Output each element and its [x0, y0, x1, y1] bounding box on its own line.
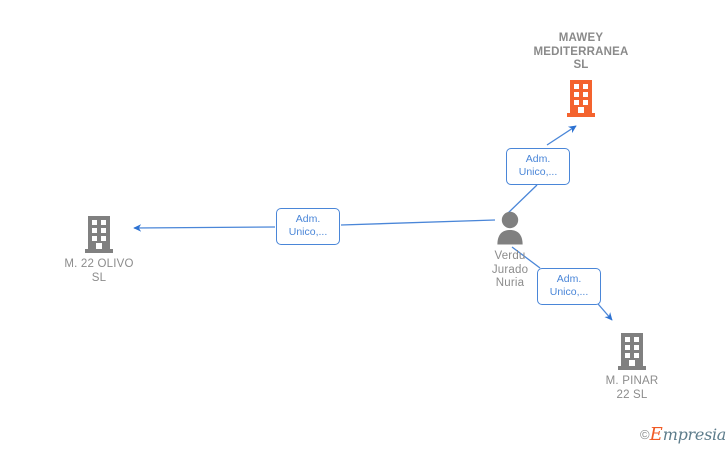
node-company-pinar[interactable]: M. PINAR 22 SL: [557, 331, 707, 402]
person-icon: [435, 209, 585, 247]
node-label-person: Verdu Jurado Nuria: [491, 250, 529, 289]
node-person-verdu-jurado-nuria[interactable]: Verdu Jurado Nuria: [435, 209, 585, 291]
building-icon: [24, 214, 174, 254]
brand-initial: E: [649, 424, 663, 445]
node-label-pinar: M. PINAR 22 SL: [605, 375, 659, 401]
edge-label-person-to-pinar[interactable]: Adm. Unico,...: [537, 268, 601, 305]
node-company-mawey[interactable]: MAWEY MEDITERRANEA SL: [506, 32, 656, 118]
node-company-olivo[interactable]: M. 22 OLIVO SL: [24, 214, 174, 285]
edge-label-person-to-mawey[interactable]: Adm. Unico,...: [506, 148, 570, 185]
node-label-olivo: M. 22 OLIVO SL: [64, 258, 134, 284]
node-label-mawey: MAWEY MEDITERRANEA SL: [533, 32, 629, 71]
empresia-watermark: ©Empresia: [640, 426, 726, 445]
building-icon: [506, 78, 656, 118]
building-icon: [557, 331, 707, 371]
edge-label-person-to-olivo[interactable]: Adm. Unico,...: [276, 208, 340, 245]
copyright-symbol: ©: [640, 427, 650, 442]
edge-person-to-mawey: [507, 125, 577, 214]
edge-person-to-olivo: [133, 219, 496, 232]
brand-name: mpresia: [662, 425, 727, 444]
